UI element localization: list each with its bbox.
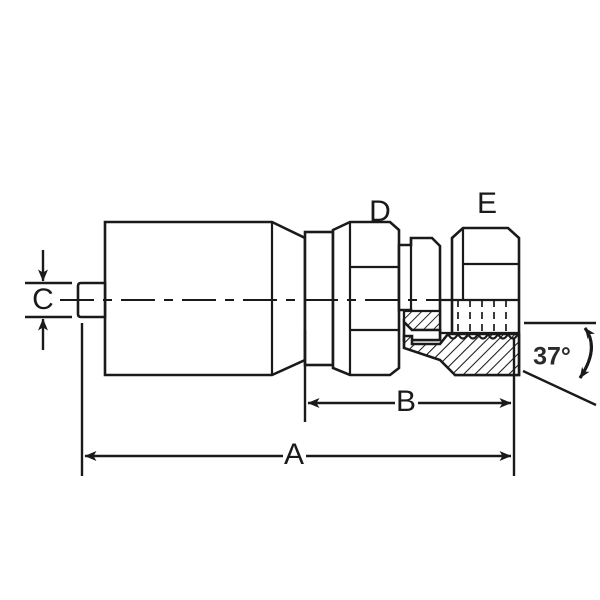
angle-arc-lower [578,327,593,379]
extension-lines-group [80,323,516,476]
dim-b-label: B [396,385,416,418]
dimension-b-group: B [307,385,512,418]
shoulder-collar-group [303,230,335,367]
dimension-c-group: C [25,250,72,350]
shoulder-collar [303,230,335,367]
dim-a-label: A [284,438,304,471]
angle-annotation-group: 37° [522,321,597,407]
flare-seat-section-group [402,309,442,342]
angle-label: 37° [533,343,571,371]
hex-body-d-outline [331,220,401,377]
threaded-nose-section-group [402,332,521,377]
ferrule-body-group [103,220,307,377]
dimension-a-group: A [84,438,512,471]
callout-d-label: D [369,195,391,228]
ferrule-outline [103,220,307,377]
dim-c-label: C [32,283,54,316]
thread-crest-scallops [447,333,519,340]
threaded-nose-body [402,332,521,377]
internal-thread-hidden-lines [440,298,519,337]
hex-body-d-group [331,220,401,377]
angle-ref-inclined [522,369,597,407]
callout-e-label: E [477,187,497,220]
